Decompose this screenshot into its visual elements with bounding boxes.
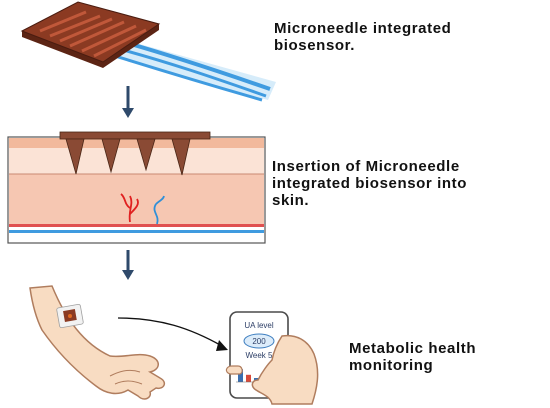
epidermis-layer (9, 138, 264, 148)
phone-bar (238, 369, 243, 382)
microneedle-patch-illustration (20, 1, 276, 102)
phone-bar (246, 374, 251, 382)
subcutaneous-line-1 (9, 224, 264, 227)
phone-period: Week 5 (246, 351, 274, 360)
down-arrow-2 (122, 250, 134, 280)
patch-side (22, 24, 159, 68)
step-2-line-2: integrated biosensor into (272, 175, 468, 192)
patch-backing (59, 131, 211, 140)
step-1-line-2: biosensor. (274, 37, 356, 54)
step-2-line-1: Insertion of Microneedle (272, 158, 460, 175)
hand-illustration (225, 334, 319, 405)
skin-patch (56, 303, 84, 329)
step-3-label: Metabolic health monitoring (349, 340, 476, 374)
patch-top (20, 1, 161, 63)
arm-illustration (29, 285, 166, 400)
subcutaneous-line-2 (9, 230, 264, 233)
skin-cross-section (7, 131, 266, 244)
dermis-upper-layer (9, 148, 264, 174)
dermis-deep-layer (9, 174, 264, 224)
phone-value: 200 (252, 337, 266, 346)
phone-title: UA level (244, 321, 274, 330)
step-3-line-1: Metabolic health (349, 340, 477, 357)
connector-arrow (117, 317, 228, 351)
patch-ridges (39, 10, 147, 58)
ribbon-stripe-2 (115, 46, 267, 98)
step-1-line-1: Microneedle integrated (274, 20, 452, 37)
ribbon-stripe-3 (111, 53, 263, 102)
step-3-line-2: monitoring (349, 357, 434, 374)
step-1-label: Microneedle integrated biosensor. (274, 20, 451, 54)
blood-vessels (120, 193, 165, 225)
step-2-line-3: skin. (272, 192, 310, 209)
down-arrow-1 (122, 86, 134, 118)
ribbon-stripe-1 (119, 39, 271, 91)
microneedles (65, 138, 191, 176)
step-2-label: Insertion of Microneedle integrated bios… (272, 158, 467, 209)
